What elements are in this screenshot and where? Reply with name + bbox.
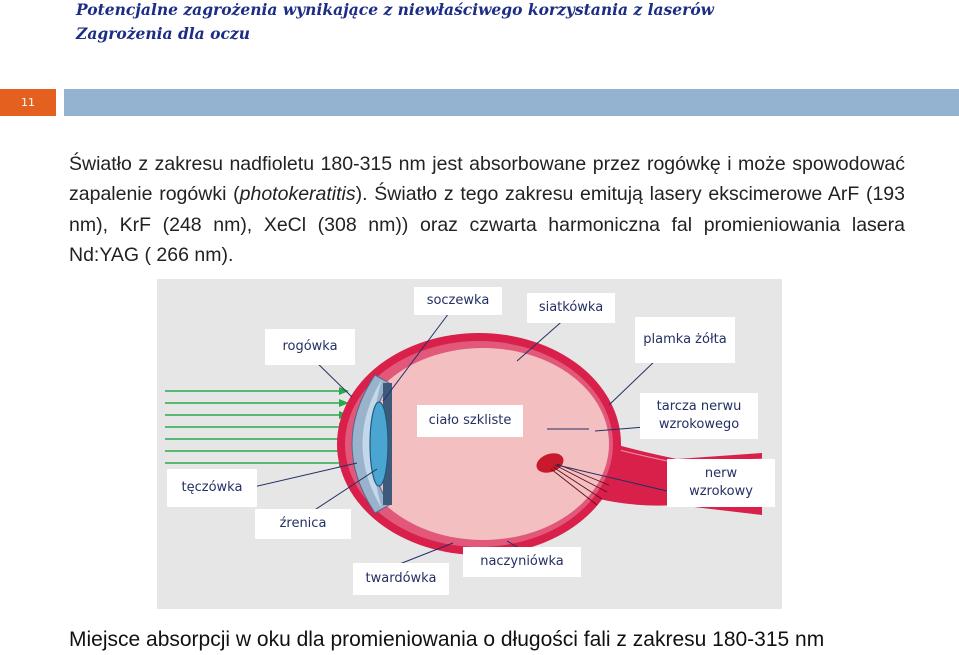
light-rays [165, 390, 347, 464]
body-text-part1: Światło z zakresu nadfioletu 180-315 nm … [69, 153, 905, 206]
eye-illustration [165, 312, 763, 566]
eye-diagram: rogówka soczewka siatkówka plamka żółta … [157, 279, 782, 609]
label-rogowka: rogówka [265, 329, 355, 365]
lens-shape [369, 401, 389, 487]
vitreous-body-shape [357, 348, 609, 540]
body-text-part2: ). Światło z tego zakresu emitują lasery… [69, 183, 905, 266]
label-naczyniowka: naczyniówka [463, 547, 581, 577]
label-nerw: nerw wzrokowy [667, 459, 775, 507]
label-siatkowka: siatkówka [527, 293, 615, 323]
figure-caption: Miejsce absorpcji w oku dla promieniowan… [69, 628, 825, 651]
slide-number: 11 [21, 96, 35, 109]
page-subtitle: Zagrożenia dla oczu [76, 24, 250, 43]
label-zrenica: źrenica [255, 509, 351, 539]
page-title: Potencjalne zagrożenia wynikające z niew… [76, 0, 714, 19]
label-cialo: ciało szkliste [417, 405, 523, 437]
body-paragraph: Światło z zakresu nadfioletu 180-315 nm … [69, 149, 905, 270]
optic-disc-shape [536, 453, 564, 473]
label-soczewka: soczewka [414, 287, 502, 315]
label-teczowka: tęczówka [167, 469, 257, 507]
body-text-italic: photokeratitis [239, 183, 356, 206]
label-plamka: plamka żółta [635, 317, 735, 363]
slide-number-bar [0, 89, 56, 116]
header-accent-bar [64, 89, 959, 116]
label-tarcza: tarcza nerwu wzrokowego [640, 393, 758, 439]
label-twardowka: twardówka [353, 563, 449, 595]
